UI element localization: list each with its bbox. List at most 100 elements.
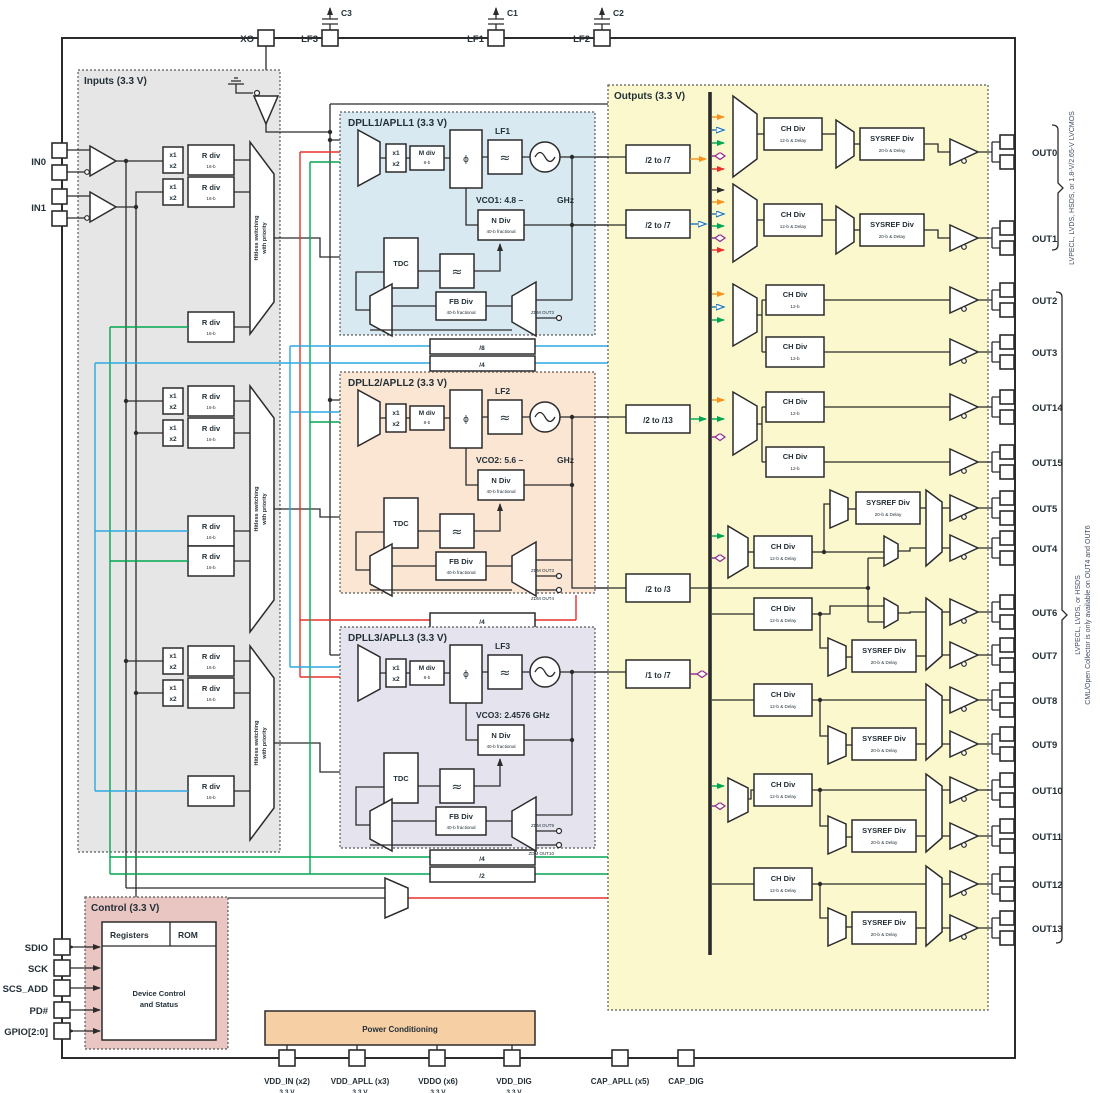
svg-text:12-b: 12-b bbox=[790, 466, 800, 471]
control-pins: SDIO SCK SCS_ADD PD# GPIO[2:0] bbox=[3, 938, 101, 1040]
svg-text:SYSREF Div: SYSREF Div bbox=[870, 134, 915, 143]
svg-text:20-b & Delay: 20-b & Delay bbox=[875, 512, 902, 517]
svg-text:40-b fractional: 40-b fractional bbox=[486, 229, 515, 234]
svg-text:R div: R div bbox=[202, 151, 221, 160]
svg-text:ϕ: ϕ bbox=[463, 415, 469, 425]
vddo-label: VDDO (x6) bbox=[418, 1077, 458, 1086]
control-panel: Control (3.3 V) Registers ROM Device Con… bbox=[3, 896, 229, 1050]
cap-apll-label: CAP_APLL (x5) bbox=[591, 1077, 650, 1086]
svg-text:R div: R div bbox=[202, 424, 221, 433]
svg-text:TDC: TDC bbox=[393, 774, 409, 783]
svg-text:x2: x2 bbox=[392, 421, 400, 428]
svg-text:/2 to /3: /2 to /3 bbox=[645, 585, 671, 594]
dpll1-lf-label: LF1 bbox=[495, 126, 510, 136]
xo-label: XO bbox=[240, 34, 254, 45]
out-buf-13: OUT11 bbox=[949, 818, 1063, 854]
top-pins: XO LF3 LF1 LF2 C3 C1 C2 bbox=[240, 8, 624, 96]
svg-text:/4: /4 bbox=[479, 619, 485, 626]
svg-text:12-b: 12-b bbox=[790, 356, 800, 361]
svg-text:x2: x2 bbox=[392, 161, 400, 168]
cap-c2 bbox=[594, 8, 610, 30]
sck-label: SCK bbox=[28, 964, 48, 975]
input-mux-2 bbox=[249, 383, 275, 635]
svg-text:OUT9: OUT9 bbox=[1032, 740, 1057, 751]
device-control-label: Device Control bbox=[133, 989, 186, 998]
lf2-label: LF2 bbox=[573, 34, 590, 45]
svg-text:SYSREF Div: SYSREF Div bbox=[866, 498, 911, 507]
dpll2-lf-label: LF2 bbox=[495, 386, 510, 396]
svg-text:20-b & Delay: 20-b & Delay bbox=[871, 660, 898, 665]
gpio-label: GPIO[2:0] bbox=[4, 1027, 48, 1038]
svg-text:/4: /4 bbox=[479, 856, 485, 863]
svg-text:SYSREF Div: SYSREF Div bbox=[862, 826, 907, 835]
svg-text:/2 to /7: /2 to /7 bbox=[645, 221, 671, 230]
svg-text:Hitless switching: Hitless switching bbox=[254, 487, 260, 532]
svg-text:x1: x1 bbox=[392, 410, 400, 417]
out-buf-9: OUT7 bbox=[949, 637, 1057, 673]
svg-text:ϕ: ϕ bbox=[463, 670, 469, 680]
svg-text:x1: x1 bbox=[169, 152, 177, 159]
svg-text:/2 to /13: /2 to /13 bbox=[643, 416, 673, 425]
in1-label: IN1 bbox=[31, 203, 47, 214]
svg-text:≈: ≈ bbox=[500, 666, 511, 681]
svg-text:40-b fractional: 40-b fractional bbox=[486, 744, 515, 749]
c2-label: C2 bbox=[613, 8, 624, 18]
svg-text:OUT3: OUT3 bbox=[1032, 348, 1057, 359]
dpll3-lf-label: LF3 bbox=[495, 641, 510, 651]
svg-text:x1: x1 bbox=[169, 685, 177, 692]
svg-text:R div: R div bbox=[202, 522, 221, 531]
svg-text:16-b: 16-b bbox=[206, 437, 216, 442]
c3-label: C3 bbox=[341, 8, 352, 18]
svg-text:R div: R div bbox=[202, 684, 221, 693]
svg-text:FB Div: FB Div bbox=[449, 557, 474, 566]
svg-text:40-b fractional: 40-b fractional bbox=[446, 310, 475, 315]
svg-text:x1: x1 bbox=[169, 425, 177, 432]
svg-text:R div: R div bbox=[202, 318, 221, 327]
svg-text:≈: ≈ bbox=[500, 151, 511, 166]
out01-type-note: LVPECL, LVDS, HSDS, or 1.8-V/2.65-V LVCM… bbox=[1069, 111, 1076, 265]
in0-input: IN0 bbox=[31, 142, 163, 181]
svg-text:/2 to /7: /2 to /7 bbox=[645, 156, 671, 165]
svg-text:SYSREF Div: SYSREF Div bbox=[862, 734, 907, 743]
svg-text:N Div: N Div bbox=[491, 216, 511, 225]
svg-text:OUT11: OUT11 bbox=[1032, 832, 1063, 843]
out-buf-14: OUT12 bbox=[949, 866, 1063, 902]
svg-text:R div: R div bbox=[202, 782, 221, 791]
output-range-dividers: /2 to /7 /2 to /7 /2 to /13 /2 to /3 /1 … bbox=[572, 144, 884, 689]
out-buf-2: OUT2 bbox=[949, 282, 1057, 318]
svg-text:CH Div: CH Div bbox=[771, 690, 796, 699]
svg-text:OUT10: OUT10 bbox=[1032, 786, 1063, 797]
svg-text:SYSREF Div: SYSREF Div bbox=[870, 220, 915, 229]
svg-text:20-b & Delay: 20-b & Delay bbox=[871, 840, 898, 845]
svg-text:/2: /2 bbox=[479, 873, 485, 880]
svg-text:OUT5: OUT5 bbox=[1032, 504, 1058, 515]
registers-label: Registers bbox=[110, 930, 149, 940]
svg-text:OUT6: OUT6 bbox=[1032, 608, 1057, 619]
dpll2-title: DPLL2/APLL2 (3.3 V) bbox=[348, 378, 447, 389]
c1-label: C1 bbox=[507, 8, 518, 18]
svg-text:x1: x1 bbox=[392, 150, 400, 157]
dpll3-vco-label: VCO3: 2.4576 GHz bbox=[476, 710, 550, 720]
cap-c1 bbox=[488, 8, 504, 30]
input-mux-3 bbox=[249, 643, 275, 843]
vdd-dig-label: VDD_DIG bbox=[496, 1077, 532, 1086]
svg-text:40-b fractional: 40-b fractional bbox=[486, 489, 515, 494]
svg-text:FB Div: FB Div bbox=[449, 812, 474, 821]
cap-c3 bbox=[322, 8, 338, 30]
svg-text:x2: x2 bbox=[392, 676, 400, 683]
svg-text:CH Div: CH Div bbox=[771, 604, 796, 613]
svg-text:GHz: GHz bbox=[557, 455, 574, 465]
svg-text:M div: M div bbox=[419, 410, 436, 417]
svg-text:SYSREF Div: SYSREF Div bbox=[862, 646, 907, 655]
svg-text:12-b & Delay: 12-b & Delay bbox=[770, 556, 797, 561]
svg-text:16-b: 16-b bbox=[206, 697, 216, 702]
outputs-panel: Outputs (3.3 V) /2 to /7 /2 to /7 /2 to … bbox=[572, 84, 989, 1011]
svg-text:M div: M div bbox=[419, 150, 436, 157]
svg-text:20-b & Delay: 20-b & Delay bbox=[871, 748, 898, 753]
out-buf-15: OUT13 bbox=[949, 910, 1063, 946]
